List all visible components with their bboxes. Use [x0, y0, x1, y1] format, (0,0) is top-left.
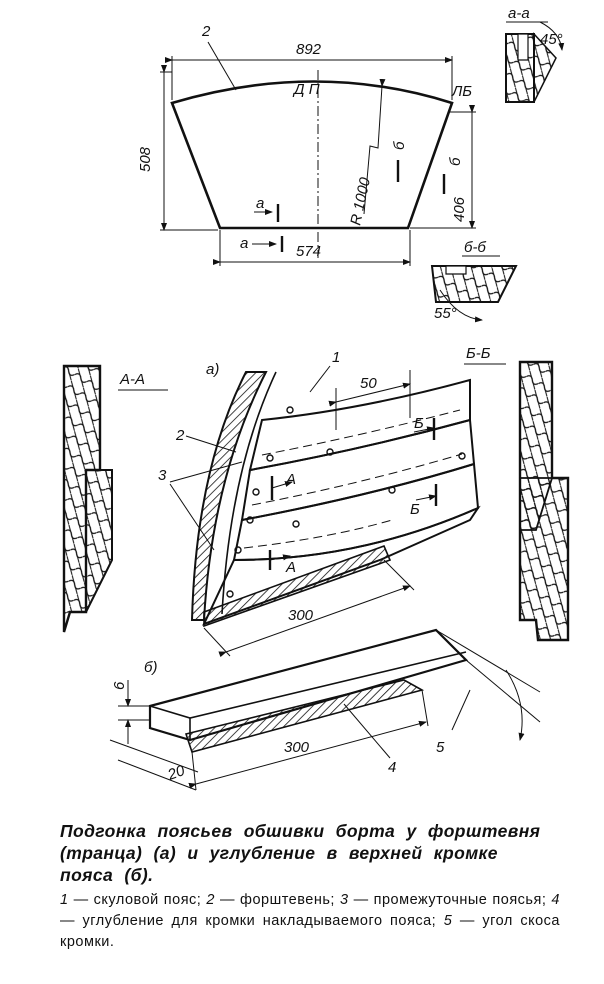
- legend-text-5: — угол скоса кромки.: [60, 913, 560, 950]
- section-bb-title: б-б: [464, 239, 486, 256]
- cut-A-upper: А: [285, 471, 296, 488]
- section-AA-title: А-А: [119, 371, 145, 388]
- legend-num-5: 5: [443, 913, 453, 929]
- stem: [190, 371, 268, 621]
- figure-caption: Подгонка поясьев обшивки борта у форштев…: [60, 820, 560, 953]
- caption-title: Подгонка поясьев обшивки борта у форштев…: [60, 821, 541, 885]
- mark-dp: Д П: [292, 81, 320, 98]
- dim-508: 508: [137, 146, 154, 172]
- transom-top-view: 892 2 508 Д П ЛБ 574 а а R 1000 б б: [137, 23, 476, 266]
- legend-num-4: 4: [551, 892, 560, 908]
- cut-A-lower: А: [285, 559, 296, 576]
- dim-300-b: 300: [284, 739, 310, 756]
- angle-45: 45°: [540, 31, 563, 48]
- dim-892: 892: [296, 41, 322, 58]
- legend-text-1: — скуловой пояс;: [68, 892, 207, 908]
- cut-b-mid: б: [391, 141, 408, 150]
- section-aa-title: а-а: [508, 5, 530, 22]
- section-AA: А-А: [62, 364, 168, 633]
- dim-406: 406: [451, 196, 468, 222]
- cut-a-upper: а: [256, 195, 264, 212]
- view-b: б) 6 300 20 4 5: [109, 628, 541, 791]
- legend-text-2: — форштевень;: [214, 892, 340, 908]
- cut-b-right: б: [447, 157, 464, 166]
- cut-B-upper: Б: [414, 415, 424, 432]
- label-1: 1: [332, 349, 340, 366]
- label-5: 5: [436, 739, 445, 756]
- dim-574: 574: [296, 243, 321, 260]
- legend-num-3: 3: [339, 892, 349, 908]
- legend-text-3: — промежуточные поясья;: [348, 892, 552, 908]
- legend-text-4: — углубление для кромки накладываемого п…: [60, 913, 444, 929]
- label-4: 4: [388, 759, 396, 776]
- technical-drawing: 892 2 508 Д П ЛБ 574 а а R 1000 б б: [62, 5, 570, 791]
- cut-a-lower: а: [240, 235, 248, 252]
- label-2-top: 2: [201, 23, 211, 40]
- dim-300-a: 300: [288, 607, 314, 624]
- section-BB: Б-Б: [464, 345, 570, 642]
- label-3: 3: [158, 467, 167, 484]
- section-bb-small: б-б 55°: [430, 239, 518, 323]
- dim-50: 50: [360, 375, 377, 392]
- angle-55: 55°: [434, 305, 457, 322]
- section-BB-title: Б-Б: [466, 345, 491, 362]
- view-a-label: а): [206, 361, 219, 378]
- transom-outline: [170, 80, 454, 230]
- dim-20: 20: [165, 762, 188, 784]
- view-a: а) 1 2 3: [158, 349, 481, 658]
- legend-num-1: 1: [60, 892, 69, 908]
- view-b-label: б): [144, 659, 157, 676]
- mark-lb: ЛБ: [451, 83, 472, 100]
- caption-legend: 1 — скуловой пояс; 2 — форштевень; 3 — п…: [60, 890, 560, 953]
- radius-1000: R 1000: [347, 175, 374, 226]
- plank-1: [248, 378, 471, 472]
- cut-B-lower: Б: [410, 501, 420, 518]
- section-aa-small: а-а 45°: [505, 5, 565, 103]
- plank-3: [232, 462, 480, 562]
- legend-num-2: 2: [206, 892, 215, 908]
- label-2-main: 2: [175, 427, 185, 444]
- dim-6: 6: [111, 681, 128, 690]
